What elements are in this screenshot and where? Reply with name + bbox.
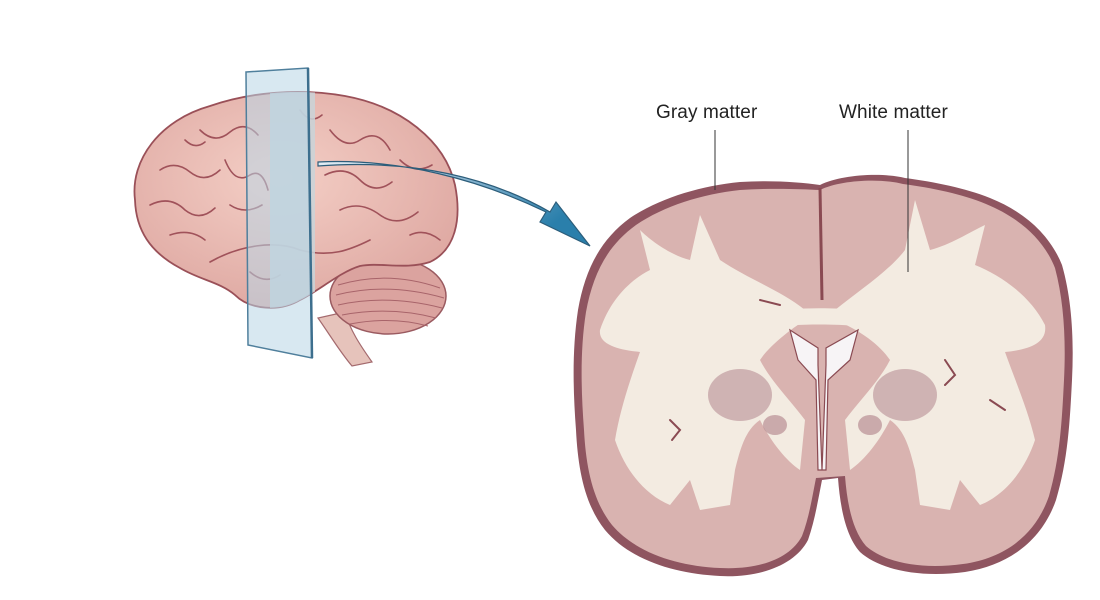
coronal-cutting-plane [245,67,314,359]
corpus-callosum [740,308,900,332]
basal-ganglia-left [708,369,772,421]
basal-ganglia-right-2 [858,415,882,435]
basal-ganglia-left-2 [763,415,787,435]
cerebellum-folia [335,277,445,327]
longitudinal-fissure [818,187,824,301]
white-matter-right [835,200,1046,510]
direction-arrow [317,160,591,247]
section-sulci [669,299,1006,441]
lateral-ventricles [789,328,859,471]
white-matter-label: White matter [839,102,948,123]
coronal-section [573,130,1073,577]
basal-ganglia-right [873,369,937,421]
white-matter-left [599,215,805,510]
gray-matter-label: Gray matter [656,102,758,123]
